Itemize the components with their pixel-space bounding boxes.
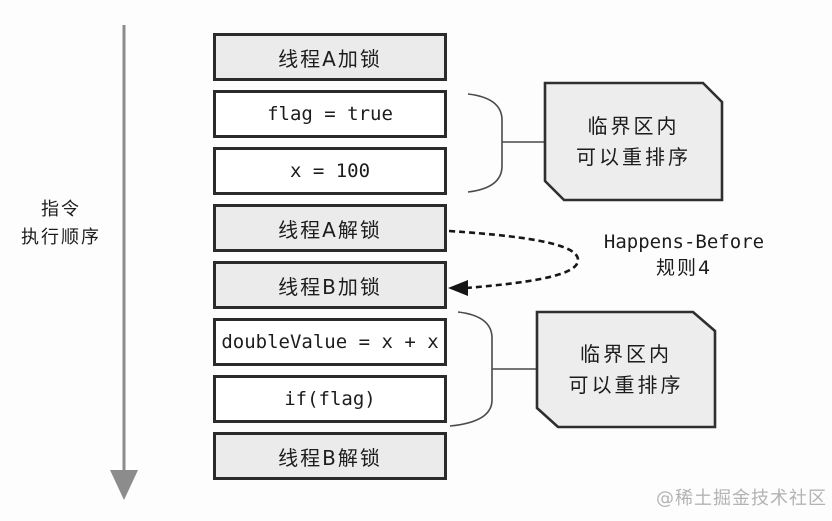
brace-bottom-group xyxy=(449,311,493,427)
callout-1-line1: 临界区内 xyxy=(587,113,680,138)
happens-before-arrow xyxy=(448,229,580,296)
execution-order-line2: 执行顺序 xyxy=(21,227,101,248)
box-thread-b-lock: 线程B加锁 xyxy=(213,261,447,309)
execution-order-line1: 指令 xyxy=(41,199,81,220)
callout-2-line2: 可以重排序 xyxy=(568,372,684,397)
instruction-order-arrow xyxy=(110,25,138,500)
callout-shape-1 xyxy=(543,81,724,202)
happens-before-rule: 规则4 xyxy=(655,257,713,279)
box-if-flag: if(flag) xyxy=(213,375,447,423)
callout-1-line2: 可以重排序 xyxy=(576,144,691,169)
brace-top-group xyxy=(467,93,503,193)
callout-shape-2 xyxy=(535,310,717,429)
box-thread-b-unlock: 线程B解锁 xyxy=(213,432,447,480)
arrow-down-icon xyxy=(110,470,138,500)
box-flag-true: flag = true xyxy=(213,90,447,138)
box-x-100: x = 100 xyxy=(213,147,447,195)
arrow-left-icon xyxy=(448,280,468,296)
execution-order-label: 指令 执行顺序 xyxy=(6,196,116,252)
watermark: @稀土掘金技术社区 xyxy=(656,488,827,509)
callout-2-line1: 临界区内 xyxy=(580,341,672,366)
callout-reorder-1: 临界区内 可以重排序 xyxy=(545,83,722,200)
box-thread-a-unlock: 线程A解锁 xyxy=(213,204,447,252)
box-double-value: doubleValue = x + x xyxy=(213,318,447,366)
happens-before-title: Happens-Before xyxy=(603,231,765,253)
happens-before-label: Happens-Before 规则4 xyxy=(588,230,780,282)
box-thread-a-lock: 线程A加锁 xyxy=(213,33,447,81)
callout-reorder-2: 临界区内 可以重排序 xyxy=(537,312,715,427)
